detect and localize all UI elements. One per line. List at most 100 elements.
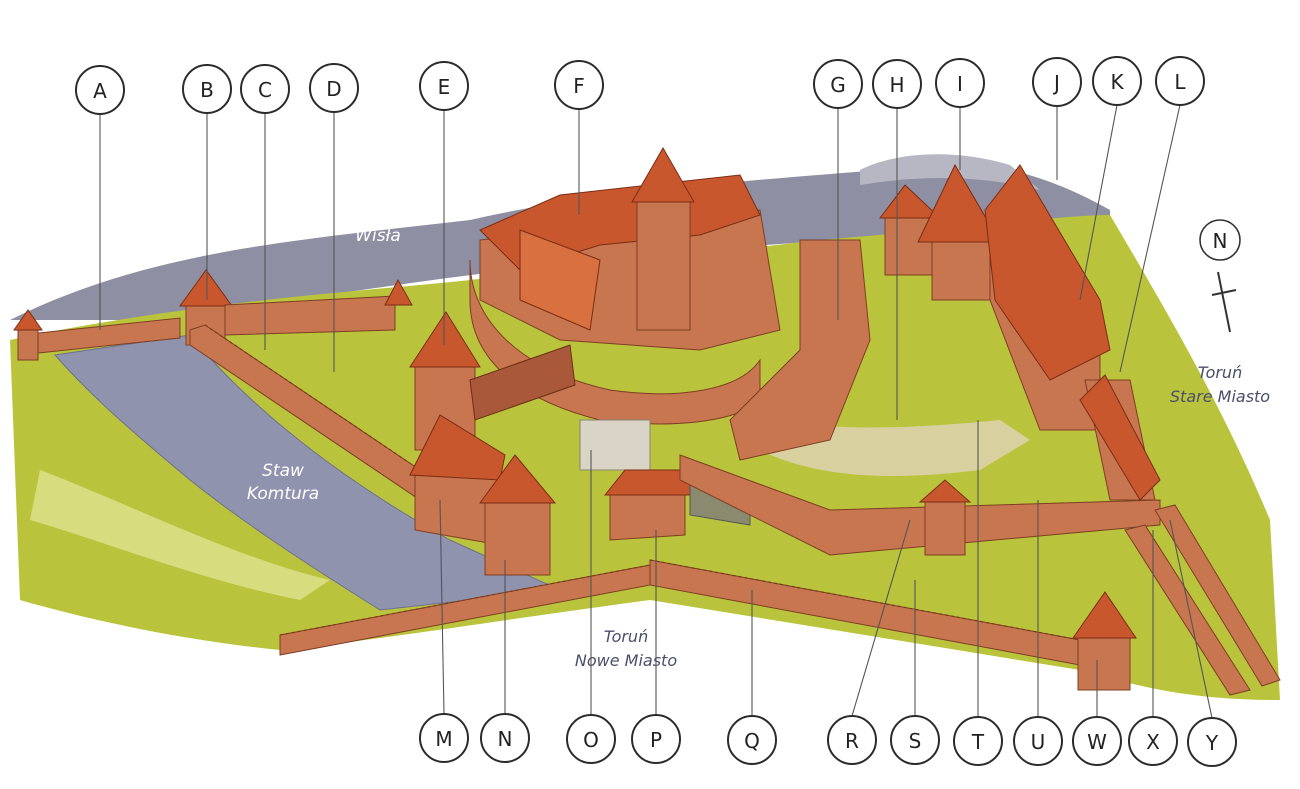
place-old-town-line2: Stare Miasto bbox=[1170, 387, 1270, 406]
callout-circle bbox=[727, 715, 777, 765]
tower-w-roof bbox=[1072, 591, 1137, 639]
callout-d: D bbox=[309, 63, 359, 113]
callout-w: W bbox=[1072, 716, 1122, 766]
callout-circle bbox=[1032, 57, 1082, 107]
leader-lines bbox=[99, 104, 1213, 719]
callout-circle bbox=[309, 63, 359, 113]
callout-circle bbox=[872, 59, 922, 109]
callout-circle bbox=[75, 65, 125, 115]
callout-circle bbox=[1072, 716, 1122, 766]
callout-s: S bbox=[890, 715, 940, 765]
callout-letter: H bbox=[889, 73, 904, 97]
callout-letter: T bbox=[971, 730, 985, 754]
wall-north-west bbox=[224, 295, 396, 336]
castle-tower-f bbox=[636, 199, 691, 331]
callout-circle bbox=[1187, 717, 1237, 767]
callout-circle bbox=[935, 58, 985, 108]
wall-y bbox=[1154, 504, 1281, 687]
callout-circle bbox=[953, 716, 1003, 766]
callout-circle bbox=[1128, 716, 1178, 766]
gate-bridge bbox=[469, 344, 576, 421]
tower-w bbox=[1077, 634, 1131, 691]
tower-a bbox=[17, 329, 39, 361]
callout-circle bbox=[1092, 56, 1142, 106]
building-i-roof bbox=[917, 163, 1001, 243]
callout-x: X bbox=[1128, 716, 1178, 766]
leader-line-y bbox=[1169, 519, 1213, 719]
callout-circle bbox=[1013, 716, 1063, 766]
compass-circle bbox=[1199, 219, 1241, 261]
building-h-roof bbox=[878, 184, 942, 219]
callout-p: P bbox=[631, 714, 681, 764]
wall-r bbox=[679, 454, 1161, 556]
callout-circle bbox=[480, 713, 530, 763]
callout-letter: I bbox=[957, 72, 963, 96]
castle-tower-f-roof bbox=[631, 146, 695, 203]
callout-letter: F bbox=[573, 74, 585, 98]
place-new-town-line1: Toruń bbox=[604, 627, 648, 646]
callout-g: G bbox=[813, 59, 863, 109]
callout-letter: D bbox=[326, 77, 341, 101]
callout-circle bbox=[554, 60, 604, 110]
callout-letter: K bbox=[1110, 70, 1124, 94]
building-i bbox=[931, 239, 996, 301]
callout-circle bbox=[827, 715, 877, 765]
callout-letter: Y bbox=[1205, 731, 1219, 755]
leader-line-k bbox=[1079, 104, 1118, 301]
callout-letter: C bbox=[258, 78, 272, 102]
callout-letter: U bbox=[1031, 730, 1046, 754]
callout-f: F bbox=[554, 60, 604, 110]
callout-circle bbox=[182, 64, 232, 114]
callout-letter: W bbox=[1087, 730, 1107, 754]
callout-circle bbox=[1155, 56, 1205, 106]
callout-m: M bbox=[419, 713, 469, 763]
callout-o: O bbox=[566, 714, 616, 764]
callout-letter: O bbox=[583, 728, 599, 752]
wall-q-crenels bbox=[649, 559, 1081, 641]
callout-circle bbox=[631, 714, 681, 764]
building-l-roof bbox=[1079, 374, 1161, 501]
place-river-wisla: Wisła bbox=[355, 226, 401, 246]
callout-u: U bbox=[1013, 716, 1063, 766]
callout-t: T bbox=[953, 716, 1003, 766]
building-m-roof bbox=[409, 414, 506, 481]
place-new-town-line2: Nowe Miasto bbox=[575, 651, 677, 670]
callout-letter: B bbox=[200, 78, 214, 102]
compass-arrow-icon bbox=[1211, 271, 1237, 333]
river-speckle bbox=[860, 154, 1040, 190]
callout-letter: P bbox=[650, 728, 662, 752]
callout-circle bbox=[419, 713, 469, 763]
callout-circle bbox=[813, 59, 863, 109]
callout-a: A bbox=[75, 65, 125, 115]
castle-roof-inner bbox=[519, 229, 601, 331]
callout-h: H bbox=[872, 59, 922, 109]
building-p bbox=[609, 489, 686, 541]
callout-letter: M bbox=[435, 727, 452, 751]
callout-q: Q bbox=[727, 715, 777, 765]
callout-i: I bbox=[935, 58, 985, 108]
tower-n-roof bbox=[479, 454, 557, 504]
courtyard-g-wall bbox=[729, 239, 871, 461]
callout-y: Y bbox=[1187, 717, 1237, 767]
place-pond-line2: Komtura bbox=[247, 484, 319, 504]
callout-n: N bbox=[480, 713, 530, 763]
place-pond-line1: Staw bbox=[262, 461, 304, 481]
callout-k: K bbox=[1092, 56, 1142, 106]
gate-tower-e-roof bbox=[409, 311, 481, 368]
callout-b: B bbox=[182, 64, 232, 114]
gate-r-roof bbox=[918, 479, 972, 503]
north-compass: N bbox=[1199, 219, 1241, 333]
callout-letter: L bbox=[1174, 70, 1186, 94]
tower-n bbox=[484, 499, 551, 576]
callout-letter: N bbox=[498, 727, 513, 751]
callout-letter: R bbox=[845, 729, 859, 753]
callout-j: J bbox=[1032, 57, 1082, 107]
tower-b-roof bbox=[179, 269, 233, 307]
leader-line-m bbox=[439, 499, 445, 715]
callout-circle bbox=[566, 714, 616, 764]
callout-circle bbox=[240, 64, 290, 114]
wall-south-crenels bbox=[279, 564, 651, 636]
